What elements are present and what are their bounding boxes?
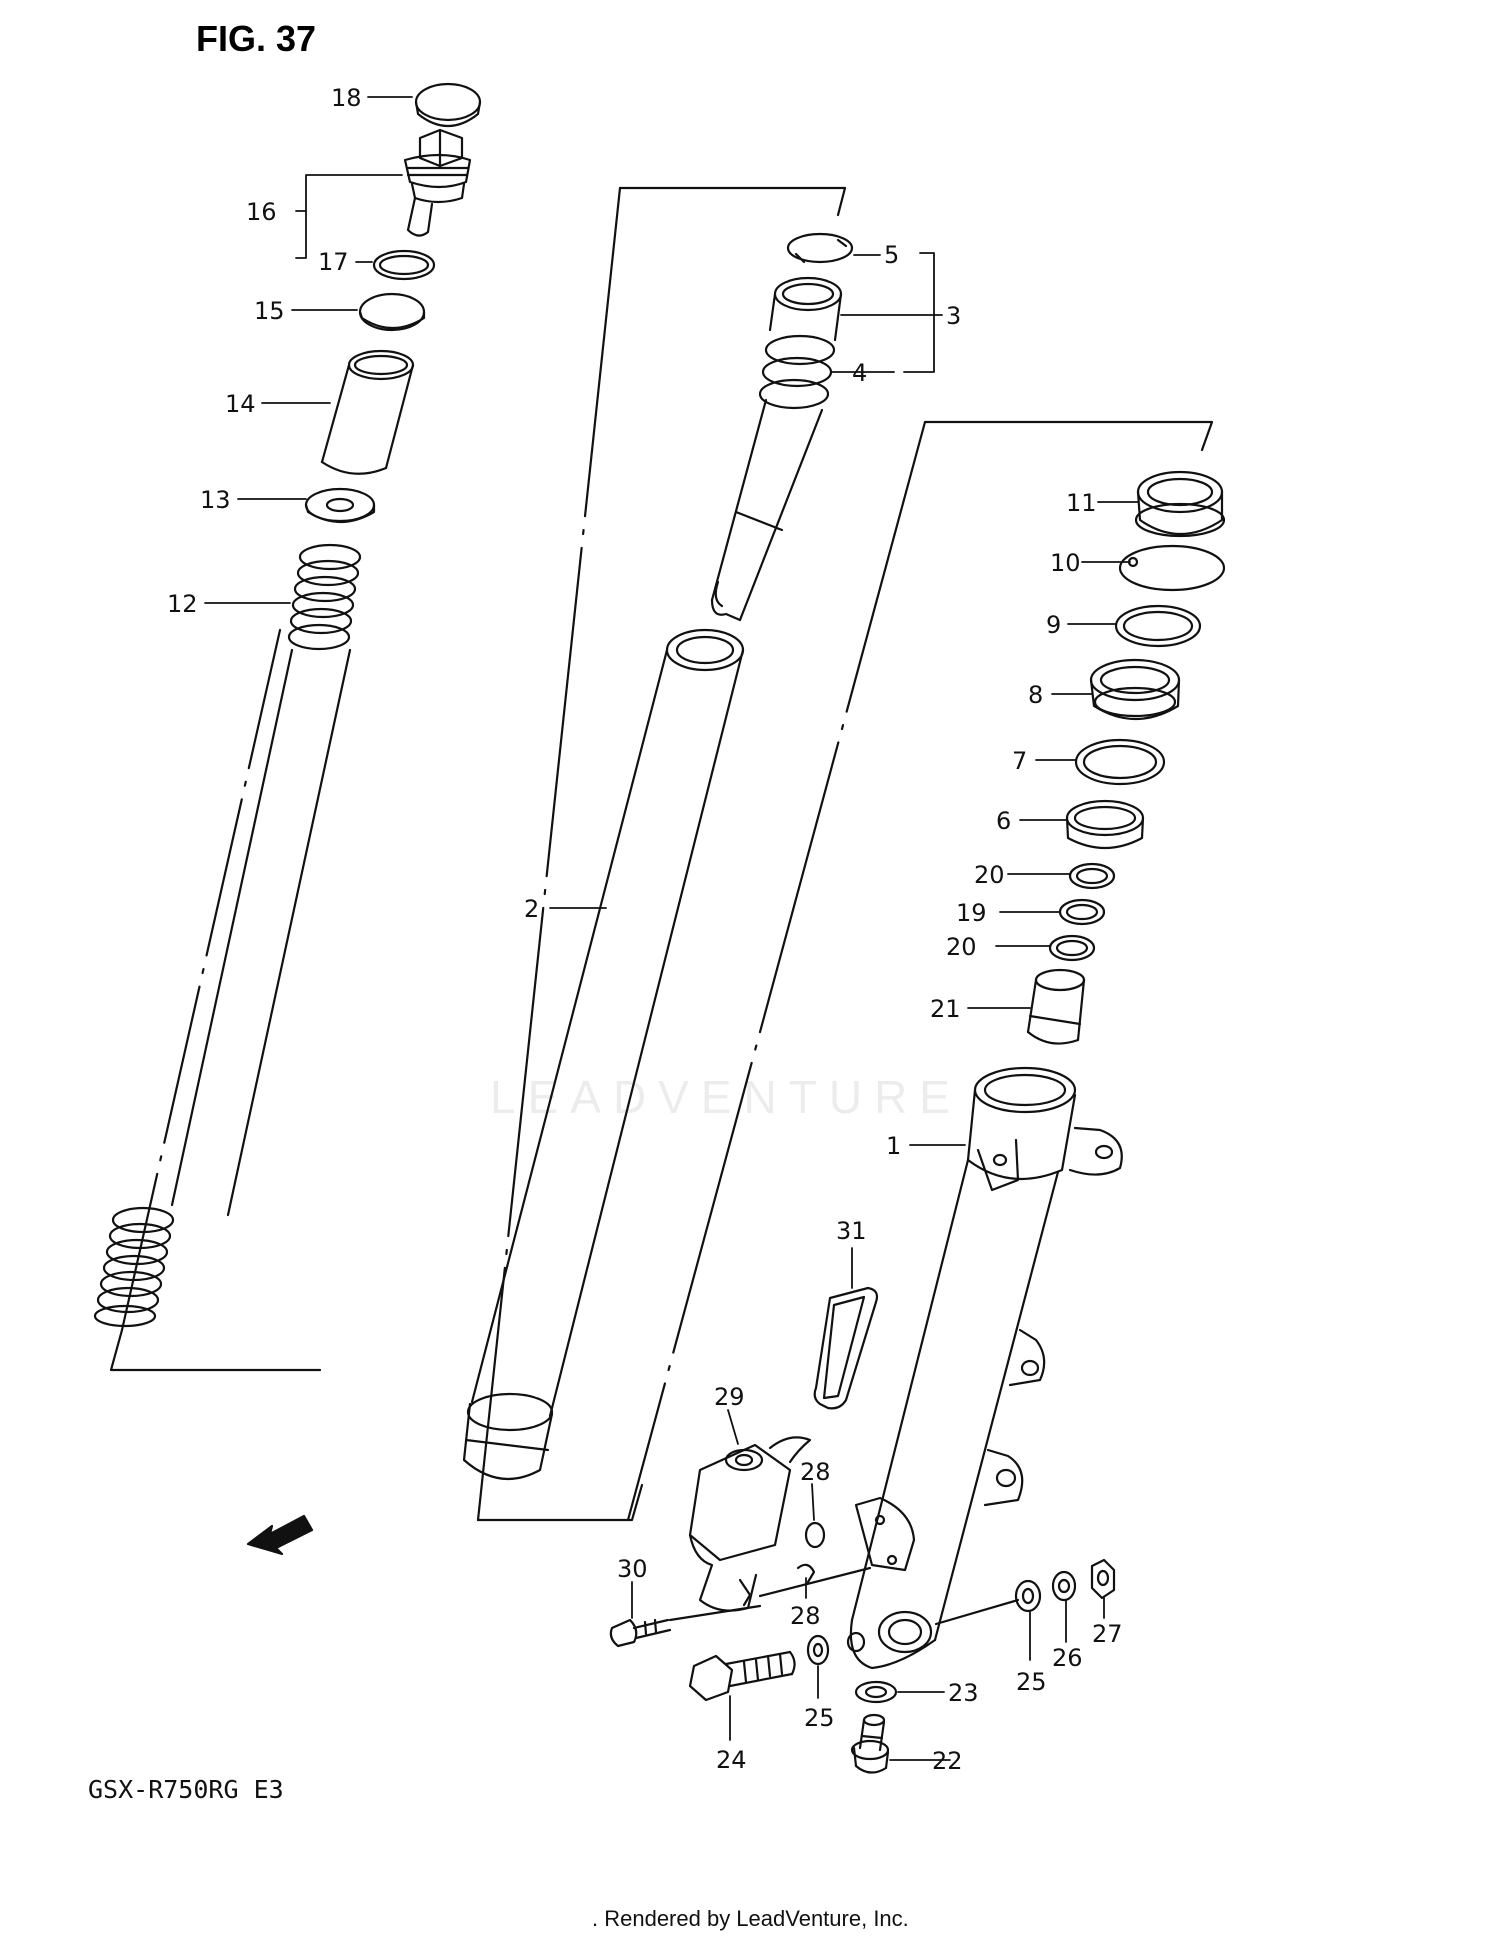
callout-7: 7 [1012, 747, 1028, 775]
part-23-washer-hole [864, 1685, 888, 1699]
part-3-damper-rod-top [768, 276, 843, 342]
part-29-sensor [688, 1436, 812, 1612]
sensor-assembly-line [758, 1566, 872, 1598]
callout-10: 10 [1050, 549, 1081, 577]
part-30-bolt [609, 1604, 762, 1648]
callout-17: 17 [318, 248, 349, 276]
callout-27: 27 [1092, 1620, 1123, 1648]
part-25-washer-right [1014, 1579, 1042, 1613]
part-2-inner-tube [462, 628, 745, 1481]
part-26-lock-washer [1051, 1570, 1077, 1602]
part-28-clip-lower [796, 1563, 816, 1584]
part-18-cap [414, 82, 482, 127]
forward-arrow-icon [246, 1514, 314, 1556]
left-group-bracket [109, 628, 322, 1372]
callout-19: 19 [956, 899, 987, 927]
part-20-ring-lower [1048, 934, 1096, 962]
part-5-snap-ring-gap [794, 238, 848, 264]
middle-group-bracket [476, 186, 847, 1522]
part-11-dust-seal [1134, 470, 1226, 538]
part-28-o-ring-upper [804, 1521, 826, 1549]
callout-5: 5 [884, 241, 900, 269]
callout-2: 2 [524, 895, 540, 923]
callout-18: 18 [331, 84, 362, 112]
callout-22: 22 [932, 1747, 963, 1775]
callout-8: 8 [1028, 681, 1044, 709]
part-16-valve-bolt [403, 128, 472, 237]
part-5-snap-ring [786, 232, 854, 264]
callout-12: 12 [167, 590, 198, 618]
part-17-o-ring [372, 249, 436, 281]
part-24-axle-pinch-bolt [688, 1650, 796, 1702]
callout-3: 3 [946, 302, 962, 330]
callout-24: 24 [716, 1746, 747, 1774]
callout-20-lower: 20 [946, 933, 977, 961]
callout-25-left: 25 [804, 1704, 835, 1732]
callout-29: 29 [714, 1383, 745, 1411]
part-4-piston-rings [758, 334, 836, 410]
watermark: LEADVENTURE [490, 1071, 962, 1123]
part-14-spacer [320, 349, 415, 475]
callout-28-upper: 28 [800, 1458, 831, 1486]
figure-title: FIG. 37 [196, 18, 317, 59]
callout-11: 11 [1066, 489, 1097, 517]
part-8-oil-seal [1089, 658, 1181, 721]
part-9-oil-seal-retainer [1114, 604, 1202, 648]
render-credit: . Rendered by LeadVenture, Inc. [592, 1906, 909, 1931]
part-19-ring [1058, 898, 1106, 926]
callout-4: 4 [852, 359, 868, 387]
part-22-drain-bolt [850, 1713, 890, 1774]
callout-1: 1 [886, 1132, 902, 1160]
callout-28-lower: 28 [790, 1602, 821, 1630]
part-10-stopper-ring [1118, 544, 1226, 592]
callout-21: 21 [930, 995, 961, 1023]
part-27-nut [1090, 1558, 1116, 1600]
callout-31: 31 [836, 1217, 867, 1245]
part-23-washer [854, 1680, 898, 1704]
part-12-spring [93, 543, 362, 1328]
part-1-outer-tube [846, 1066, 1123, 1670]
callout-26: 26 [1052, 1644, 1083, 1672]
callout-16: 16 [246, 198, 277, 226]
part-20-ring-upper [1068, 862, 1116, 890]
model-code: GSX-R750RG E3 [88, 1775, 284, 1804]
part-17-o-ring-inner [378, 254, 430, 276]
part-13-seat [304, 487, 376, 523]
callout-20-upper: 20 [974, 861, 1005, 889]
part-7-washer [1074, 738, 1166, 786]
axle-assembly-line [934, 1598, 1020, 1626]
callout-6: 6 [996, 807, 1012, 835]
callout-25-right: 25 [1016, 1668, 1047, 1696]
part-25-washer-left-hole [812, 1642, 824, 1658]
part-6-guide-metal [1065, 799, 1145, 849]
callout-leaders [204, 96, 1139, 1761]
damper-rod-shaft [710, 398, 824, 622]
part-31-emblem [813, 1286, 879, 1410]
callout-14: 14 [225, 390, 256, 418]
callout-30: 30 [617, 1555, 648, 1583]
part-21-oil-lock-piece [1026, 968, 1086, 1045]
part-25-washer-left [806, 1634, 830, 1666]
callout-23: 23 [948, 1679, 979, 1707]
callout-9: 9 [1046, 611, 1062, 639]
callout-13: 13 [200, 486, 231, 514]
callout-15: 15 [254, 297, 285, 325]
right-group-bracket [626, 420, 1214, 1522]
part-15-washer [358, 292, 426, 332]
